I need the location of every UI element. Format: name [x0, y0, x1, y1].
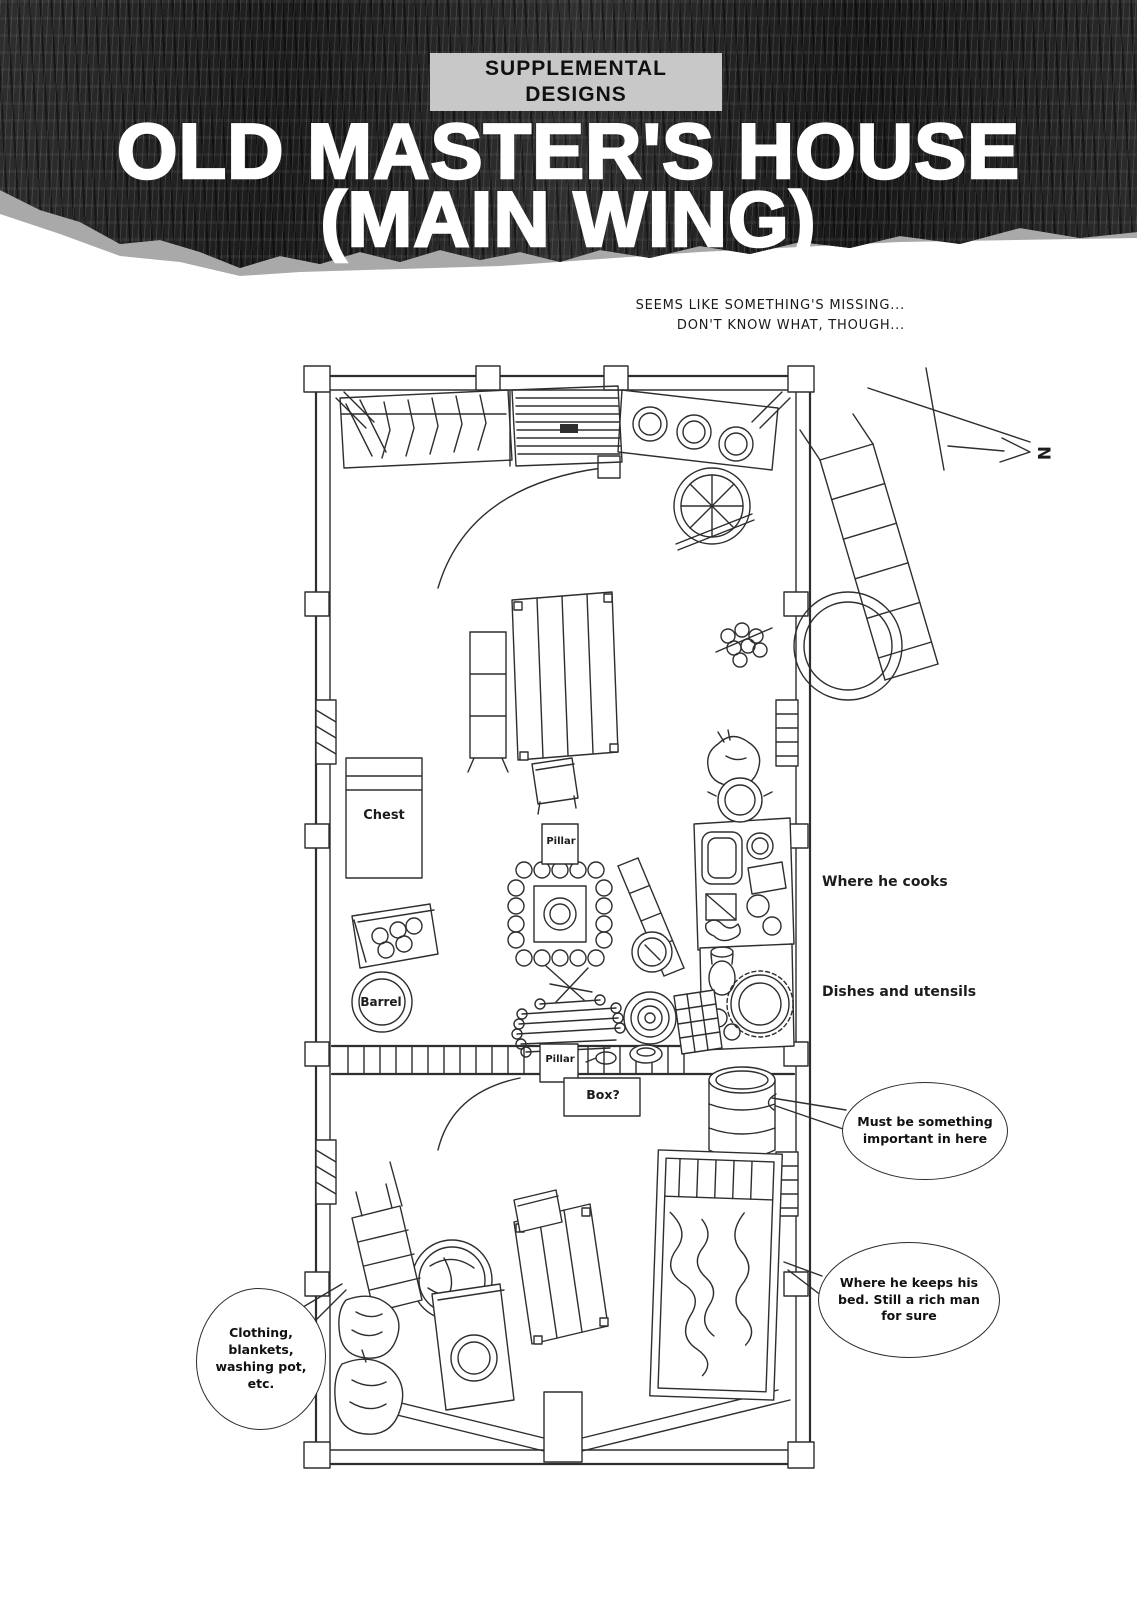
wall-posts: [303, 365, 815, 1469]
kitchen-counter-upper: [693, 817, 795, 951]
label-chest: Chest: [363, 808, 405, 823]
big-barrel: [708, 1066, 776, 1159]
bubble-bed: Where he keeps his bed. Still a rich man…: [818, 1242, 1000, 1358]
page-title-line1: OLD MASTER'S HOUSE: [116, 107, 1021, 195]
crate-with-pots: [351, 903, 439, 969]
margin-note: SEEMS LIKE SOMETHING'S MISSING... DON'T …: [635, 298, 905, 334]
annotation-dishes-utensils: Dishes and utensils: [822, 984, 977, 1000]
slatted-bench: [509, 385, 623, 467]
woven-mat: [673, 989, 723, 1055]
label-barrel: Barrel: [360, 995, 402, 1009]
kicker-box: SUPPLEMENTAL DESIGNS: [430, 53, 722, 111]
tilted-crate: [431, 1283, 515, 1411]
page-title-line2: (MAIN WING): [319, 175, 817, 263]
bubble-clothing: Clothing, blankets, washing pot, etc.: [196, 1288, 326, 1430]
header-banner: [0, 0, 1137, 268]
compass-n-label: N: [1033, 446, 1053, 460]
chest: [345, 757, 423, 879]
fruit-cluster: [715, 622, 773, 668]
cart: [793, 413, 939, 701]
feeding-bowl: [585, 1044, 663, 1065]
round-barrel-lid: [673, 467, 755, 551]
compass: N: [867, 367, 1053, 471]
stool: [531, 757, 579, 815]
door-arcs: [437, 467, 603, 1151]
annotation-where-he-cooks: Where he cooks: [822, 874, 948, 890]
counter-with-pots: [617, 389, 779, 471]
sack-and-pot: [707, 729, 773, 823]
label-box: Box?: [586, 1087, 620, 1102]
bubble-important-barrel: Must be something important in here: [842, 1082, 1008, 1180]
label-pillar-lower: Pillar: [545, 1054, 575, 1065]
bottom-braces: [335, 1389, 791, 1463]
firewood-pile: [511, 994, 626, 1058]
bed: [649, 1149, 783, 1401]
sacks: [334, 1295, 404, 1435]
tilted-table: [513, 1189, 609, 1345]
tall-cabinet: [467, 631, 509, 773]
barrel-small: [351, 971, 413, 1033]
bubble-tails: [297, 1093, 847, 1327]
pillar-boxes: [539, 823, 641, 1117]
big-table: [511, 591, 619, 761]
drying-rack: [351, 1161, 423, 1313]
leaning-board: [617, 857, 685, 977]
coiled-basket: [623, 991, 677, 1045]
label-pillar-upper: Pillar: [546, 836, 576, 847]
shelf-hanging-cloth: [339, 389, 513, 469]
hearth: [507, 861, 613, 1003]
